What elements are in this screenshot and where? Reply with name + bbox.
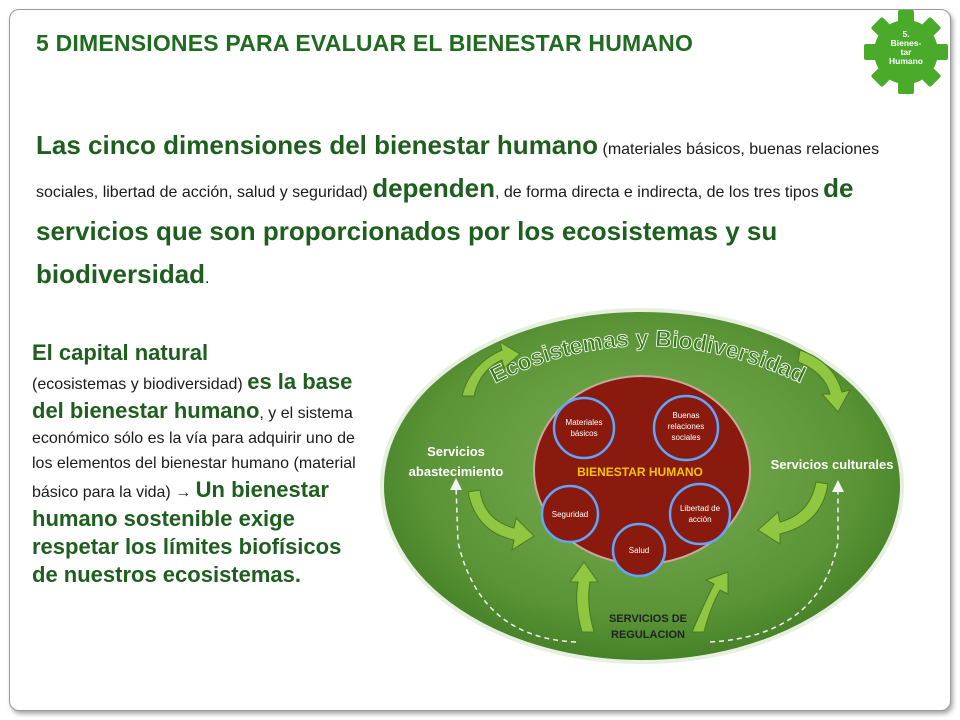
provisioning-label-2: abastecimiento — [409, 464, 504, 479]
side-emphasis: es la base del bienestar humano — [32, 369, 353, 423]
dashed-arrowhead-left-icon — [450, 478, 462, 490]
circle-materiales: Materiales básicos — [552, 396, 616, 460]
regulation-label-2: REGULACION — [611, 629, 685, 641]
arrow-bottom-left-icon — [569, 561, 599, 633]
dashed-arrows — [455, 485, 839, 643]
intro-end: . — [205, 270, 210, 287]
gear-badge-text: 5. Bienes- tar Humano — [868, 30, 944, 66]
intro-detail-2: , de forma directa e indirecta, de los t… — [494, 184, 824, 201]
intro-emphasis: dependen — [372, 173, 495, 203]
arrow-right-top-icon — [797, 349, 851, 413]
arrow-left-mid-icon — [467, 489, 535, 552]
badge-line: 5. — [902, 29, 910, 39]
svg-text:básicos: básicos — [570, 429, 597, 438]
slide-title: 5 DIMENSIONES PARA EVALUAR EL BIENESTAR … — [36, 30, 694, 56]
intro-lead: Las cinco dimensiones del bienestar huma… — [36, 130, 599, 160]
ecosystem-diagram: Ecosistemas y Biodiversidad Servicios ab… — [380, 308, 904, 664]
intro-emphasis-2: de servicios que son proporcionados por … — [36, 173, 854, 289]
svg-text:relaciones: relaciones — [668, 422, 704, 431]
circle-salud: Salud — [611, 522, 667, 578]
circle-libertad: Libertad de acción — [668, 482, 732, 546]
wellbeing-center-label: BIENESTAR HUMANO — [577, 465, 703, 479]
circle-seguridad: Seguridad — [540, 484, 600, 544]
badge-line: Bienes- — [890, 38, 922, 48]
svg-text:Seguridad: Seguridad — [552, 510, 588, 519]
svg-text:Buenas: Buenas — [672, 411, 699, 420]
svg-text:Libertad de: Libertad de — [680, 504, 721, 513]
side-conclusion: Un bienestar humano sostenible exige res… — [32, 477, 342, 587]
side-text-2: , y el sistema económico sólo es la vía … — [32, 405, 356, 501]
badge-line: Humano — [889, 56, 923, 66]
regulation-label-1: SERVICIOS DE — [609, 613, 687, 625]
provisioning-label-1: Servicios — [427, 444, 485, 459]
svg-text:Materiales: Materiales — [566, 418, 603, 427]
cultural-label: Servicios culturales — [771, 457, 894, 472]
svg-text:acción: acción — [688, 515, 711, 524]
intro-detail: (materiales básicos, buenas relaciones s… — [36, 141, 880, 201]
gear-icon — [864, 10, 948, 94]
side-text: (ecosistemas y biodiversidad) — [32, 376, 248, 393]
svg-text:Salud: Salud — [629, 546, 649, 555]
svg-text:sociales: sociales — [672, 433, 701, 442]
arrow-left-top-icon — [461, 340, 521, 397]
arrow-right-mid-icon — [757, 481, 829, 545]
intro-paragraph: Las cinco dimensiones del bienestar huma… — [36, 126, 916, 298]
dashed-arrowhead-right-icon — [832, 480, 844, 492]
side-paragraph: El capital natural (ecosistemas y biodiv… — [32, 338, 362, 589]
badge-line: tar — [900, 47, 912, 57]
green-arrows — [461, 340, 851, 633]
side-heading: El capital natural — [32, 340, 209, 365]
arrow-bottom-right-icon — [691, 571, 729, 633]
circle-buenas-relaciones: Buenas relaciones sociales — [652, 394, 720, 462]
